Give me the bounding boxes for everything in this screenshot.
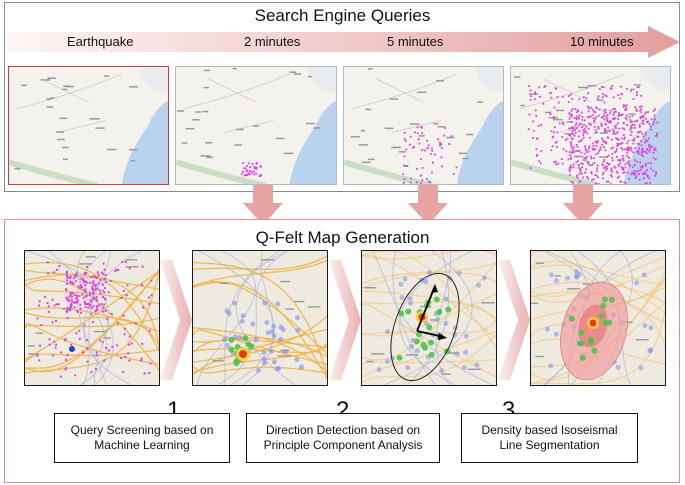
step-1-line-1: Query Screening based on [70,423,214,437]
step-box-2: Direction Detection based on Principle C… [246,413,440,463]
map-earthquake [8,66,169,185]
down-arrow-3 [563,185,603,225]
stage-label-earthquake: Earthquake [67,34,134,49]
stage-label-2-minutes: 2 minutes [244,34,301,49]
zoom-map-query-screening [24,250,160,386]
down-arrow-1 [243,185,283,225]
step-box-3: Density based Isoseismal Line Segmentati… [461,413,638,463]
map-2-minutes [175,66,337,185]
chevron-arrow-1 [160,260,192,380]
stage-label-5-minutes: 5 minutes [387,34,444,49]
map-10-minutes [510,66,671,185]
qfelt-title: Q-Felt Map Generation [255,228,430,247]
chevron-arrow-3 [498,260,530,380]
step-3-line-1: Density based Isoseismal [481,423,618,437]
stage-label-10-minutes: 10 minutes [570,34,634,49]
map-5-minutes [343,66,504,185]
zoom-map-direction-detection [361,250,497,386]
search-queries-title: Search Engine Queries [254,6,431,25]
step-3-line-2: Line Segmentation [499,438,600,452]
zoom-map-isoseismal [530,250,666,386]
step-1-line-2: Machine Learning [94,438,190,452]
step-box-1: Query Screening based on Machine Learnin… [54,413,230,463]
step-2-line-1: Direction Detection based on [265,423,421,437]
step-2-line-2: Principle Component Analysis [263,438,423,452]
zoom-map-direction-input [192,250,328,386]
timeline-arrow [8,26,680,58]
chevron-arrow-2 [329,260,361,380]
down-arrow-2 [408,185,448,225]
